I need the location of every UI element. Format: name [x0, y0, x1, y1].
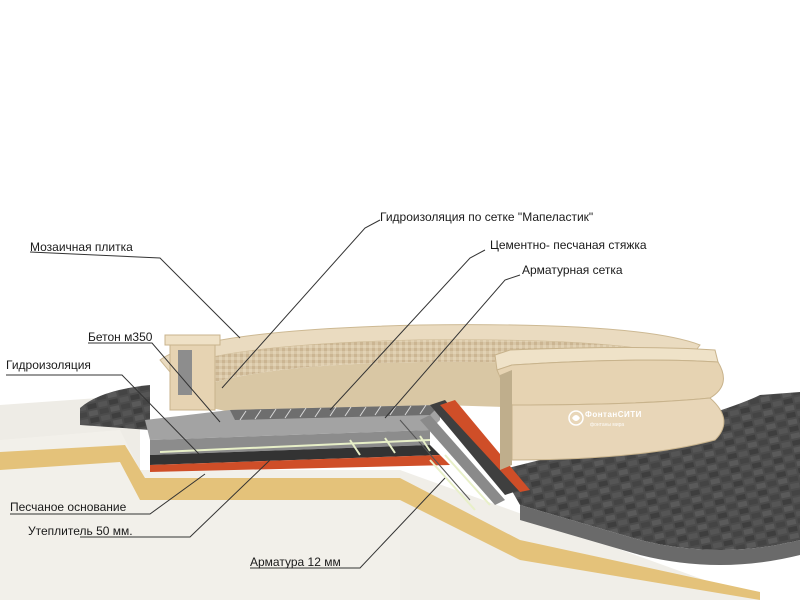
label-concrete: Бетон м350 — [88, 330, 153, 344]
fountain-rim-right — [494, 347, 725, 470]
brand-logo — [568, 410, 584, 426]
label-waterproofing-mesh: Гидроизоляция по сетке "Мапеластик" — [380, 210, 594, 224]
brand-tagline: фонтаны мира — [590, 422, 625, 428]
paving-left — [80, 385, 150, 430]
label-mosaic-tile: Мозаичная плитка — [30, 240, 133, 254]
label-cement-screed: Цементно- песчаная стяжка — [490, 238, 647, 252]
under-slab-layers — [150, 445, 450, 472]
rebar-bars — [159, 435, 491, 511]
sand-layer — [0, 445, 760, 600]
left-wall-section — [164, 334, 221, 411]
label-insulation: Утеплитель 50 мм. — [28, 524, 133, 538]
brand-name: ФонтанСИТИ — [585, 410, 642, 419]
concrete-slab — [145, 404, 440, 455]
pit-wall — [399, 400, 530, 505]
label-waterproofing: Гидроизоляция — [6, 358, 91, 372]
leader-lines — [6, 219, 521, 569]
paving-right — [500, 392, 800, 565]
label-rebar: Арматура 12 мм — [250, 555, 341, 569]
label-rebar-mesh: Арматурная сетка — [522, 263, 623, 277]
label-sand-base: Песчаное основание — [10, 500, 127, 514]
